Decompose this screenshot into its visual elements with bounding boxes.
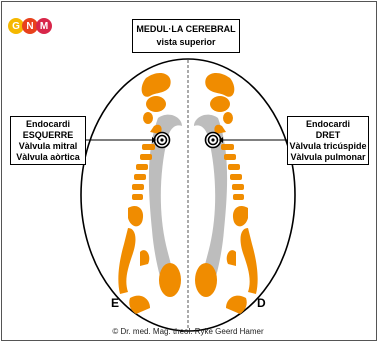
relay <box>132 194 143 200</box>
relay <box>228 164 240 170</box>
left-label-line: Endocardi <box>11 119 85 130</box>
left-label-line: ESQUERRE <box>11 130 85 141</box>
relay <box>143 112 153 124</box>
right-label-line: Endocardi <box>288 119 368 130</box>
relay <box>241 228 258 294</box>
relay <box>132 184 144 190</box>
right-label-line: DRET <box>288 130 368 141</box>
relay <box>136 164 148 170</box>
right-target-relay <box>206 133 221 148</box>
relay <box>159 263 181 297</box>
left-label-line: Vàlvula aòrtica <box>11 152 85 163</box>
relay <box>142 144 155 150</box>
relay <box>223 112 233 124</box>
left-label-box: Endocardi ESQUERRE Vàlvula mitral Vàlvul… <box>10 116 86 165</box>
copyright-notice: © Dr. med. Mag. theol. Ryke Geerd Hamer <box>0 327 376 336</box>
relay <box>232 184 244 190</box>
relay <box>118 228 135 294</box>
left-target-relay <box>155 133 170 148</box>
relay <box>205 73 234 97</box>
side-letter-left: E <box>111 296 119 310</box>
relay <box>227 250 236 266</box>
right-label-line: Vàlvula tricúspide <box>288 141 368 152</box>
relay <box>224 154 236 160</box>
relay <box>210 96 230 112</box>
relay <box>233 206 248 226</box>
relay <box>140 154 152 160</box>
right-label-box: Endocardi DRET Vàlvula tricúspide Vàlvul… <box>287 116 369 165</box>
relay <box>140 250 149 266</box>
relay <box>221 144 234 150</box>
relay <box>230 174 242 180</box>
relay <box>146 96 166 112</box>
relay <box>134 174 146 180</box>
side-letter-right: D <box>257 296 266 310</box>
relay <box>195 263 217 297</box>
relay <box>128 206 143 226</box>
left-label-line: Vàlvula mitral <box>11 141 85 152</box>
relay <box>142 73 171 97</box>
right-label-line: Vàlvula pulmonar <box>288 152 368 163</box>
relay <box>233 194 244 200</box>
